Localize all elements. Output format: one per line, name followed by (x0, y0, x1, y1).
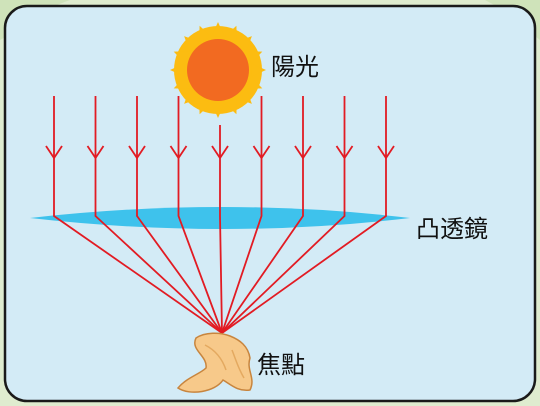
light-ray (45, 96, 223, 334)
sun-spike (236, 88, 252, 104)
sun-core (187, 39, 249, 101)
light-rays (45, 96, 395, 334)
sun-spike (211, 103, 225, 118)
sun-spike (246, 51, 263, 64)
light-ray (86, 96, 223, 334)
diagram-panel (3, 4, 537, 403)
focus-label: 焦點 (257, 351, 305, 379)
ray-arrowhead (335, 145, 354, 160)
ray-arrowhead (377, 145, 395, 160)
light-ray (221, 96, 271, 334)
sun-spike (184, 36, 200, 52)
light-ray (221, 96, 312, 334)
sun-label: 陽光 (271, 53, 319, 81)
ray-arrowhead (169, 145, 188, 160)
sun-spike (246, 76, 263, 89)
sun-spike (173, 51, 190, 64)
light-ray (128, 96, 223, 334)
ray-arrowhead (128, 145, 146, 160)
lens-label: 凸透鏡 (416, 215, 488, 243)
ray-arrowhead (252, 145, 271, 160)
sun-spike (170, 63, 185, 77)
sun-spike (224, 98, 237, 115)
sun-icon (170, 22, 266, 118)
light-ray (221, 96, 354, 334)
light-ray (169, 96, 223, 334)
ray-arrowhead (86, 145, 105, 160)
light-ray (221, 96, 395, 334)
sun-spike (251, 63, 266, 77)
ray-arrowhead (45, 145, 63, 160)
sun-spike (211, 22, 225, 37)
ray-arrowhead (211, 145, 229, 160)
burning-leaf-shape (176, 332, 253, 393)
sun-spike (224, 25, 237, 42)
light-ray (211, 125, 229, 334)
sun-spike (173, 76, 190, 89)
ray-arrowhead (294, 145, 312, 160)
sun-spike (199, 25, 212, 42)
sun-spike (184, 88, 200, 104)
sun-spike (236, 36, 252, 52)
sun-spike (199, 98, 212, 115)
